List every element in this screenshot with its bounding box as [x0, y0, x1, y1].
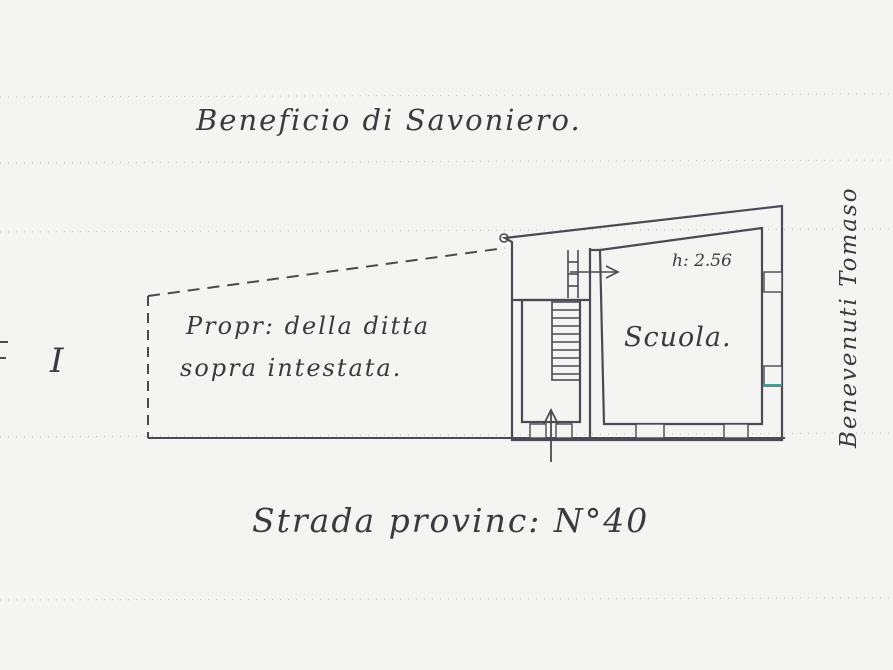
- east-neighbor-label: Benevenuti Tomaso: [836, 186, 862, 449]
- room-height-label: h: 2.56: [672, 251, 732, 271]
- left-mark-label: I: [49, 341, 64, 381]
- corner-post: [499, 233, 509, 243]
- passage-arrow-icon: [570, 265, 620, 279]
- street-label: Strada provinc: N°40: [252, 501, 649, 540]
- staircase: [551, 250, 581, 381]
- west-property-label-line1: Propr: della ditta: [185, 312, 430, 340]
- west-property-label-line2: sopra intestata.: [180, 354, 402, 382]
- room-name-label: Scuola.: [624, 322, 732, 353]
- boundary-dashed-top: [147, 247, 506, 297]
- entrance-arrow-icon: [543, 407, 559, 462]
- window-openings: [529, 271, 783, 439]
- property-boundary: [147, 247, 785, 439]
- north-neighbor-label: Beneficio di Savoniero.: [195, 103, 582, 137]
